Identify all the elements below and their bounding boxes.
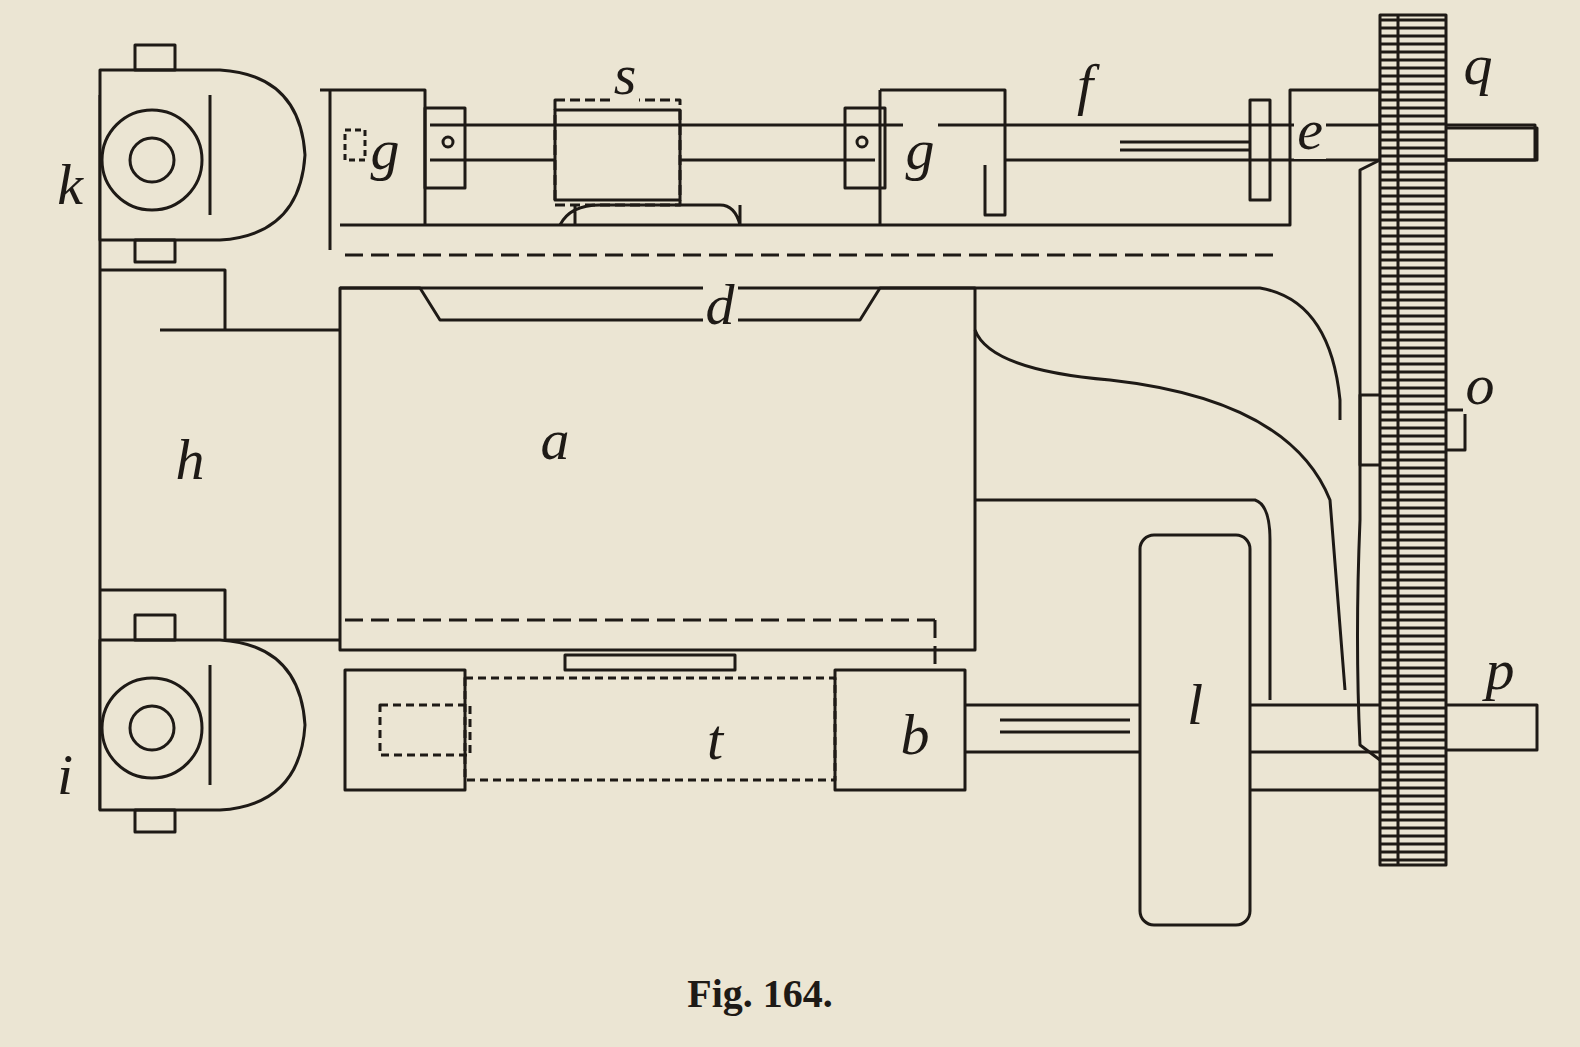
part-letter: o: [1463, 356, 1498, 414]
part-letter: e: [1294, 101, 1326, 159]
part-letter: g: [903, 121, 938, 179]
part-letter: l: [1184, 676, 1206, 734]
part-letter: h: [173, 431, 208, 489]
part-letter: t: [704, 711, 726, 769]
part-letter: k: [54, 156, 86, 214]
part-letter: p: [1483, 641, 1518, 699]
part-letter: f: [1074, 56, 1096, 114]
figure-caption: Fig. 164.: [687, 970, 833, 1017]
part-letter: d: [703, 276, 738, 334]
part-letter: s: [611, 46, 640, 104]
part-letter: i: [54, 746, 76, 804]
part-letter: q: [1461, 36, 1496, 94]
part-letter: a: [538, 411, 573, 469]
part-letter: b: [898, 706, 933, 764]
part-letter: g: [368, 121, 403, 179]
